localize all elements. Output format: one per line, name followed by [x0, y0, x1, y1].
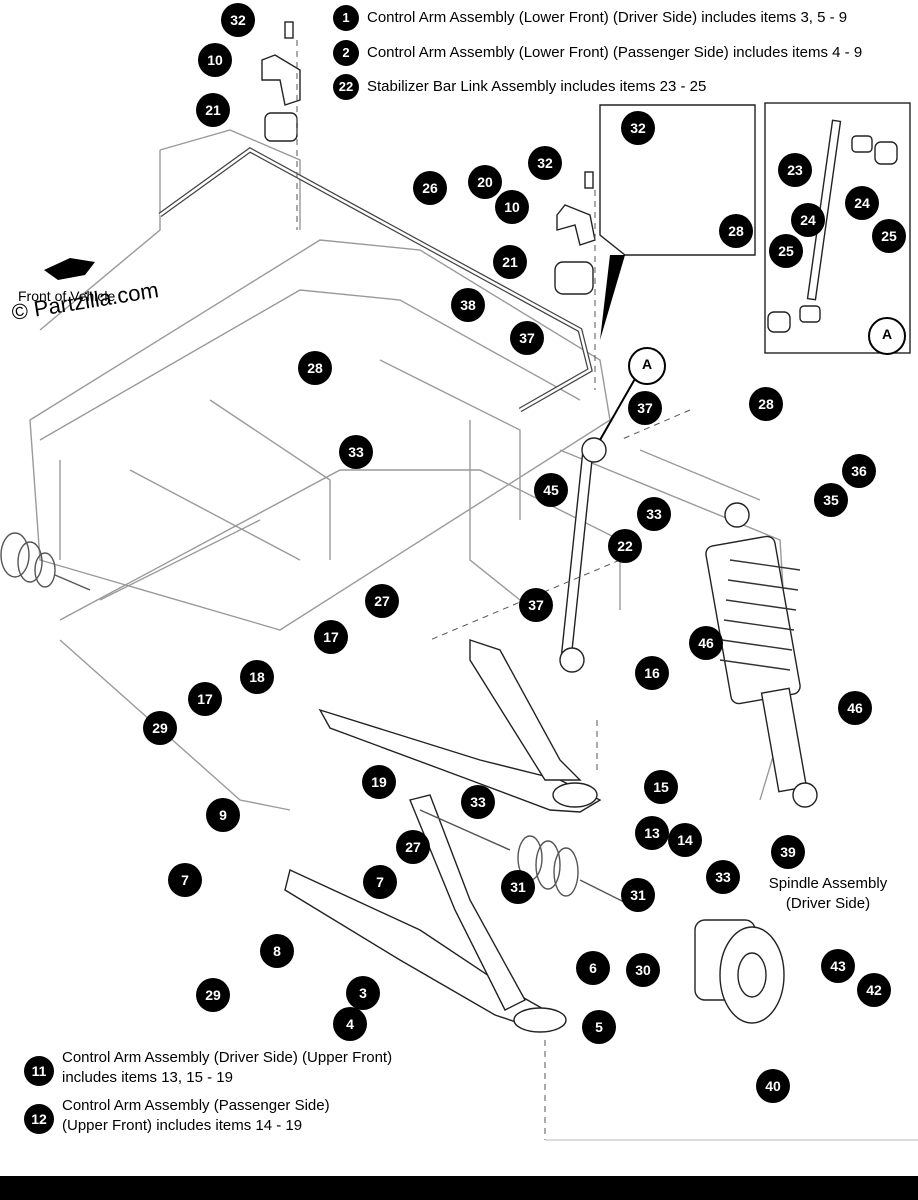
callout-badge: 11 [24, 1056, 54, 1086]
part-callout-42: 42 [857, 973, 891, 1007]
part-callout-27: 27 [396, 830, 430, 864]
legend-bottom-item-2: 12 Control Arm Assembly (Passenger Side)… [24, 1096, 424, 1140]
drive-axle-left [0, 532, 91, 591]
part-callout-46: 46 [838, 691, 872, 725]
part-callout-A: A [628, 347, 666, 385]
part-callout-6: 6 [576, 951, 610, 985]
part-callout-9: 9 [206, 798, 240, 832]
legend-text: Control Arm Assembly (Lower Front) (Pass… [367, 43, 863, 61]
part-callout-20: 20 [468, 165, 502, 199]
legend-text: Control Arm Assembly (Lower Front) (Driv… [367, 8, 848, 26]
part-callout-40: 40 [756, 1069, 790, 1103]
stabilizer-bar [158, 147, 593, 413]
part-callout-25: 25 [769, 234, 803, 268]
part-callout-3: 3 [346, 976, 380, 1010]
part-callout-28: 28 [749, 387, 783, 421]
part-callout-19: 19 [362, 765, 396, 799]
callout-badge: 2 [333, 40, 359, 66]
part-callout-43: 43 [821, 949, 855, 983]
part-callout-21: 21 [493, 245, 527, 279]
part-callout-4: 4 [333, 1007, 367, 1041]
part-callout-39: 39 [771, 835, 805, 869]
part-callout-31: 31 [621, 878, 655, 912]
part-callout-33: 33 [461, 785, 495, 819]
part-callout-30: 30 [626, 953, 660, 987]
legend-line-2: (Upper Front) includes items 14 - 19 [62, 1117, 303, 1134]
part-callout-33: 33 [706, 860, 740, 894]
part-callout-24: 24 [791, 203, 825, 237]
legend-top-item-2: 2 Control Arm Assembly (Lower Front) (Pas… [333, 40, 862, 66]
part-callout-37: 37 [510, 321, 544, 355]
part-callout-A: A [868, 317, 906, 355]
part-callout-14: 14 [668, 823, 702, 857]
part-callout-28: 28 [719, 214, 753, 248]
part-callout-46: 46 [689, 626, 723, 660]
part-callout-25: 25 [872, 219, 906, 253]
spindle-hub [694, 919, 785, 1024]
part-callout-33: 33 [339, 435, 373, 469]
bar-bracket-top [261, 21, 596, 295]
part-callout-23: 23 [778, 153, 812, 187]
stabilizer-link [559, 437, 607, 673]
part-callout-32: 32 [221, 3, 255, 37]
callout-badge: 22 [333, 74, 359, 100]
legend-bottom-item-1: 11 Control Arm Assembly (Driver Side) (U… [24, 1048, 424, 1092]
callout-badge: 1 [333, 5, 359, 31]
legend-text: Stabilizer Bar Link Assembly includes it… [367, 77, 707, 95]
part-callout-5: 5 [582, 1010, 616, 1044]
part-callout-15: 15 [644, 770, 678, 804]
part-callout-7: 7 [168, 863, 202, 897]
part-callout-36: 36 [842, 454, 876, 488]
part-callout-29: 29 [143, 711, 177, 745]
spindle-label-line-2: (Driver Side) [785, 895, 871, 912]
part-callout-37: 37 [519, 588, 553, 622]
part-callout-10: 10 [495, 190, 529, 224]
part-callout-17: 17 [188, 682, 222, 716]
front-arrow-icon [44, 258, 95, 280]
part-callout-32: 32 [528, 146, 562, 180]
part-callout-22: 22 [608, 529, 642, 563]
shock-absorber [705, 502, 818, 808]
part-callout-16: 16 [635, 656, 669, 690]
part-callout-27: 27 [365, 584, 399, 618]
legend-top-item-1: 1 Control Arm Assembly (Lower Front) (Dri… [333, 5, 847, 31]
part-callout-38: 38 [451, 288, 485, 322]
part-callout-21: 21 [196, 93, 230, 127]
part-callout-18: 18 [240, 660, 274, 694]
bottom-bar [0, 1176, 918, 1200]
part-callout-31: 31 [501, 870, 535, 904]
part-callout-26: 26 [413, 171, 447, 205]
part-callout-45: 45 [534, 473, 568, 507]
part-callout-35: 35 [814, 483, 848, 517]
front-of-vehicle-label: Front of Vehicle [18, 288, 116, 304]
part-callout-13: 13 [635, 816, 669, 850]
part-callout-33: 33 [637, 497, 671, 531]
lower-control-arm [284, 794, 567, 1033]
upper-control-arm [318, 639, 602, 813]
legend-top-item-3: 22 Stabilizer Bar Link Assembly includes … [333, 74, 706, 100]
detail-arrow [600, 255, 625, 340]
legend-line-2: includes items 13, 15 - 19 [62, 1069, 233, 1086]
part-callout-10: 10 [198, 43, 232, 77]
part-callout-29: 29 [196, 978, 230, 1012]
part-callout-24: 24 [845, 186, 879, 220]
part-callout-28: 28 [298, 351, 332, 385]
callout-badge: 12 [24, 1104, 54, 1134]
part-callout-37: 37 [628, 391, 662, 425]
spindle-label-line-1: Spindle Assembly [768, 875, 888, 892]
legend-line-1: Control Arm Assembly (Passenger Side) [62, 1097, 330, 1114]
spindle-label: Spindle Assembly (Driver Side) [758, 874, 898, 914]
part-callout-8: 8 [260, 934, 294, 968]
part-callout-17: 17 [314, 620, 348, 654]
part-callout-32: 32 [621, 111, 655, 145]
legend-line-1: Control Arm Assembly (Driver Side) (Uppe… [62, 1049, 393, 1066]
part-callout-7: 7 [363, 865, 397, 899]
